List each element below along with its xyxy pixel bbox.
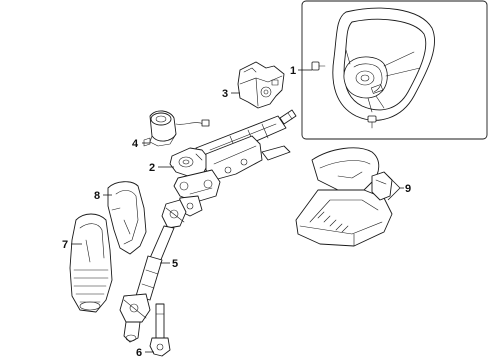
ignition-lock	[143, 110, 210, 147]
callout-1: 1	[290, 65, 296, 77]
callout-8: 8	[94, 190, 100, 202]
callout-labels: 1 2 3 4 5 6 7 8 9	[62, 65, 411, 359]
callout-5: 5	[172, 258, 178, 270]
steering-wheel	[311, 7, 436, 129]
column-cover-bracket	[107, 181, 147, 255]
intermediate-shaft	[119, 199, 187, 343]
callout-9: 9	[405, 183, 411, 195]
callout-3: 3	[222, 88, 228, 100]
screw-icon	[311, 61, 326, 71]
leader-9	[387, 175, 404, 201]
column-boot	[69, 213, 113, 313]
callout-4: 4	[132, 138, 139, 150]
column-cover	[295, 147, 393, 247]
callout-7: 7	[62, 239, 68, 251]
callout-6: 6	[136, 347, 142, 359]
column-switch-module	[237, 61, 285, 109]
steering-column	[169, 109, 297, 217]
bolt-icon	[367, 115, 377, 129]
leader-lines	[71, 69, 404, 353]
lower-shaft-joint	[149, 303, 171, 357]
callout-2: 2	[149, 162, 155, 174]
steering-wheel-inset	[301, 0, 488, 140]
